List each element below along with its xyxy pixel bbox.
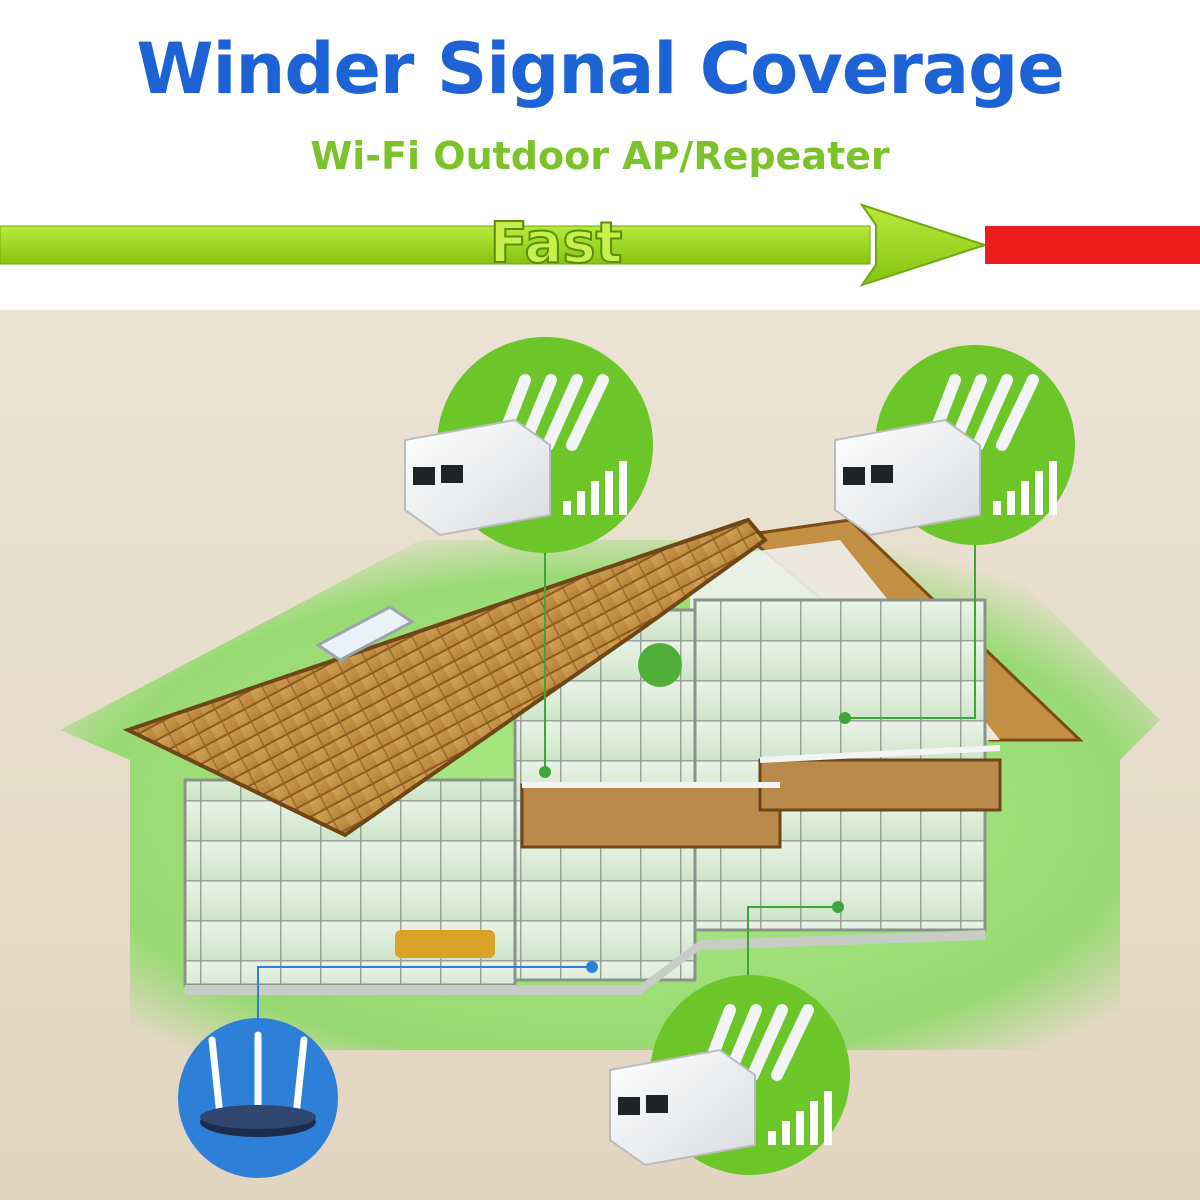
link-top-right	[845, 540, 976, 719]
repeater-antenna	[747, 1004, 788, 1081]
speed-arrow-head	[859, 203, 989, 287]
repeater-port	[441, 465, 463, 483]
signal-bar	[824, 1091, 832, 1145]
repeater-antenna	[996, 374, 1039, 451]
house-illustration	[122, 517, 1084, 995]
repeater-bubble-bottom	[609, 975, 850, 1175]
repeater-body	[609, 1048, 756, 1167]
signal-bar	[1007, 491, 1015, 515]
signal-strength-icon	[768, 1091, 832, 1145]
link-bottom-right	[747, 906, 838, 1000]
repeater-bubble-top-right	[834, 345, 1075, 545]
speed-arrow-shaft	[0, 225, 871, 265]
link-dot	[539, 766, 551, 778]
repeater-port	[413, 467, 435, 485]
signal-strength-icon	[563, 461, 627, 515]
repeater-antenna	[972, 374, 1013, 451]
balcony-rail-right	[759, 745, 1001, 763]
balcony-left	[520, 783, 782, 849]
sofa	[395, 930, 495, 958]
connection-dots	[539, 712, 851, 973]
page-subtitle: Wi-Fi Outdoor AP/Repeater	[310, 134, 890, 178]
house-floor	[185, 930, 985, 995]
signal-bar	[768, 1131, 776, 1145]
repeater-antenna	[771, 1004, 814, 1081]
repeater-port	[843, 467, 865, 485]
signal-bar	[810, 1101, 818, 1145]
signal-bar	[1049, 461, 1057, 515]
speed-arrow-bar: Fast	[0, 203, 1200, 287]
wifi-repeater-icon	[834, 374, 1039, 537]
link-dot	[839, 712, 851, 724]
speed-arrow-end-red	[985, 226, 1200, 264]
signal-bar	[993, 501, 1001, 515]
signal-bar	[796, 1111, 804, 1145]
signal-bar	[1021, 481, 1029, 515]
signal-bar	[1035, 471, 1043, 515]
signal-bar	[591, 481, 599, 515]
signal-bar	[619, 461, 627, 515]
signal-bar	[782, 1121, 790, 1145]
signal-bar	[577, 491, 585, 515]
link-router	[257, 966, 592, 1040]
wifi-repeater-icon	[404, 374, 609, 537]
wifi-router-icon	[200, 1031, 316, 1137]
page-title: Winder Signal Coverage	[136, 28, 1064, 110]
connection-lines	[257, 520, 976, 1040]
repeater-port	[646, 1095, 668, 1113]
signal-bar	[605, 471, 613, 515]
plant	[638, 643, 682, 687]
balcony-right	[758, 758, 1002, 812]
house-roof-front	[122, 517, 768, 838]
signal-bar	[563, 501, 571, 515]
repeater-port	[871, 465, 893, 483]
repeater-body	[404, 418, 551, 537]
repeater-port	[618, 1097, 640, 1115]
link-dot	[586, 961, 598, 973]
link-dot	[832, 901, 844, 913]
repeater-antenna	[566, 374, 609, 451]
repeater-bubble-top-left	[404, 337, 653, 553]
wifi-repeater-icon	[609, 1004, 814, 1167]
repeater-body	[834, 418, 981, 537]
roof-skylight	[315, 605, 415, 662]
signal-strength-icon	[993, 461, 1057, 515]
router-bubble	[178, 1018, 338, 1178]
speed-label: Fast	[490, 211, 623, 276]
repeater-antenna	[542, 374, 583, 451]
